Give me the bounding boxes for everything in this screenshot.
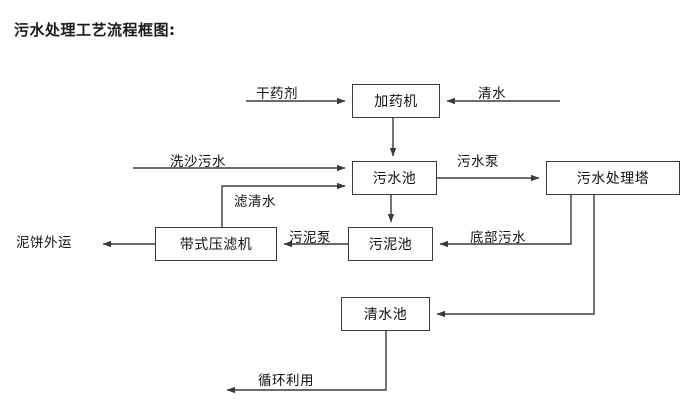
edge-label-sewage-pump: 污水泵 (457, 154, 499, 170)
edge-filtered-water-to-sewage-pool (221, 182, 346, 227)
edge-label-filtered-water: 滤清水 (234, 194, 276, 210)
node-belt-filter-press[interactable]: 带式压滤机 (155, 227, 277, 261)
node-treatment-tower[interactable]: 污水处理塔 (546, 161, 680, 195)
node-belt-filter-press-label: 带式压滤机 (179, 237, 253, 253)
edge-label-sand-wash-sewage: 洗沙污水 (170, 154, 226, 170)
page-title: 污水处理工艺流程框图: (14, 21, 176, 39)
node-clearwater-pool[interactable]: 清水池 (341, 297, 430, 331)
node-sludge-pool[interactable]: 污泥池 (348, 227, 433, 261)
node-dosing-machine-label: 加药机 (374, 94, 418, 110)
terminal-label-mud-cake-out: 泥饼外运 (16, 235, 72, 251)
node-sewage-pool[interactable]: 污水池 (352, 161, 437, 195)
edge-clearwater-pool-to-recycle (226, 331, 387, 394)
edge-label-bottom-sewage: 底部污水 (470, 230, 526, 246)
edge-label-dry-chemical: 干药剂 (256, 86, 298, 102)
node-sewage-pool-label: 污水池 (372, 171, 417, 187)
edge-label-clean-water: 清水 (478, 86, 506, 102)
edge-label-sludge-pump: 污泥泵 (289, 230, 331, 246)
node-dosing-machine[interactable]: 加药机 (352, 84, 440, 118)
terminal-label-recycle-reuse: 循环利用 (258, 373, 314, 389)
edge-tower-to-sludge-pool (439, 195, 572, 248)
node-treatment-tower-label: 污水处理塔 (576, 171, 650, 187)
node-clearwater-pool-label: 清水池 (363, 307, 408, 323)
node-sludge-pool-label: 污泥池 (368, 237, 413, 253)
edge-tower-to-clearwater-pool (436, 195, 595, 318)
